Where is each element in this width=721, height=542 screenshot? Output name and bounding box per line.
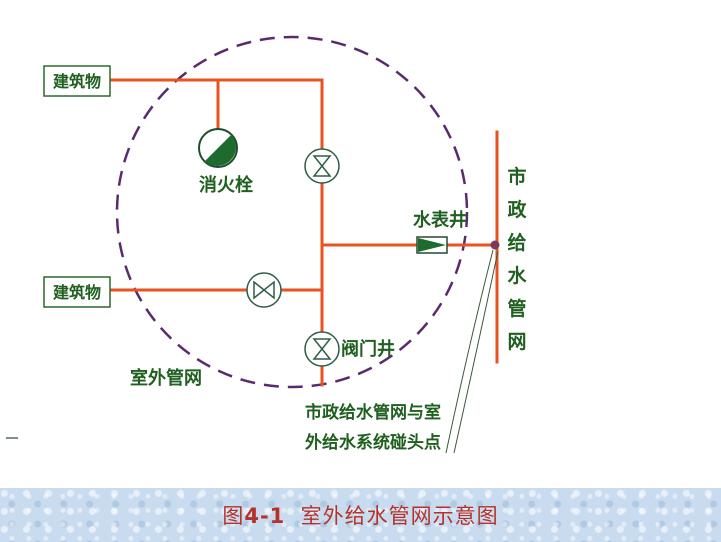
- meter-well-label: 水表井: [413, 209, 467, 231]
- outdoor-network-label: 室外管网: [130, 367, 202, 389]
- connection-leader-line: [445, 249, 494, 454]
- caption-prefix: 图: [222, 504, 245, 528]
- valve-well-icon: [304, 331, 340, 367]
- caption-number: 4-1: [244, 504, 286, 528]
- building-bottom: 建筑物: [43, 276, 111, 308]
- valve-icon-upper: [304, 148, 340, 184]
- water-meter-icon: [416, 236, 448, 254]
- figure-caption-bar: 图4-1 室外给水管网示意图: [0, 488, 721, 542]
- municipal-main-char: 网: [507, 331, 526, 353]
- municipal-main-char: 给: [507, 231, 526, 254]
- municipal-main-label: 市 政 给 水 管 网: [507, 165, 527, 353]
- municipal-main-char: 管: [507, 297, 526, 320]
- valve-icon-horizontal: [246, 272, 282, 308]
- building-bottom-box: [43, 276, 111, 308]
- building-bottom-label: 建筑物: [53, 283, 101, 302]
- building-top: 建筑物: [43, 65, 111, 97]
- building-top-box: [43, 65, 111, 97]
- connection-point-label-line2: 外给水系统碰头点: [305, 432, 441, 453]
- connection-leader-line-2: [453, 250, 499, 454]
- fire-hydrant-icon: [198, 128, 238, 168]
- municipal-main-char: 市: [507, 165, 526, 188]
- building-top-label: 建筑物: [53, 72, 101, 91]
- caption-title: 室外给水管网示意图: [300, 504, 499, 528]
- municipal-main-char: 水: [507, 265, 527, 287]
- pipe-network: [108, 78, 499, 387]
- municipal-main-char: 政: [507, 198, 527, 221]
- outdoor-network-boundary: [115, 35, 469, 389]
- connection-point-label-line1: 市政给水管网与室: [305, 402, 441, 423]
- valve-well-label: 阀门井: [341, 338, 395, 360]
- hydrant-label: 消火栓: [199, 174, 253, 196]
- connection-point-dot: [490, 240, 500, 250]
- figure-caption: 图4-1 室外给水管网示意图: [222, 500, 498, 530]
